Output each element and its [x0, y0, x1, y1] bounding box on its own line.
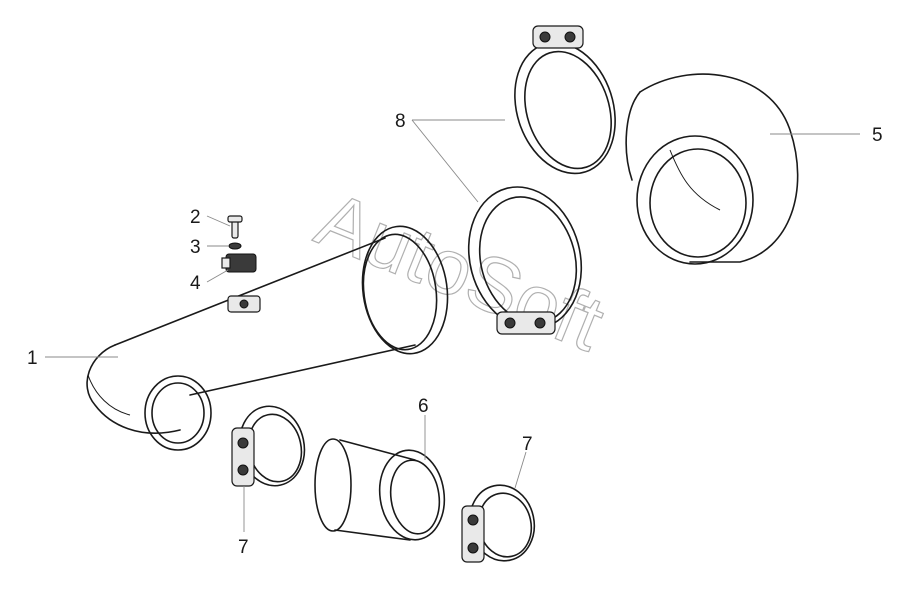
callout-1: 1	[27, 348, 38, 369]
callout-6: 6	[418, 396, 429, 417]
part-7-clamp-left	[231, 405, 306, 487]
part-6-sleeve	[314, 438, 446, 541]
callout-7-left: 7	[238, 537, 249, 558]
part-3-washer	[228, 242, 242, 250]
callout-3: 3	[190, 237, 201, 258]
part-4-sensor	[221, 253, 261, 313]
leader-lines	[45, 119, 860, 532]
callout-8: 8	[395, 111, 406, 132]
part-1-intake-cone	[86, 225, 449, 451]
watermark-text: AutoSoft	[305, 174, 616, 368]
part-8-clamp-upper	[514, 25, 616, 175]
callout-5: 5	[872, 125, 883, 146]
callout-2: 2	[190, 207, 201, 228]
callout-7-right: 7	[522, 434, 533, 455]
part-5-elbow	[625, 73, 799, 265]
callout-4: 4	[190, 273, 201, 294]
part-2-screw	[227, 215, 243, 239]
part-8-clamp-lower	[467, 186, 583, 335]
part-7-clamp-right	[461, 484, 536, 563]
